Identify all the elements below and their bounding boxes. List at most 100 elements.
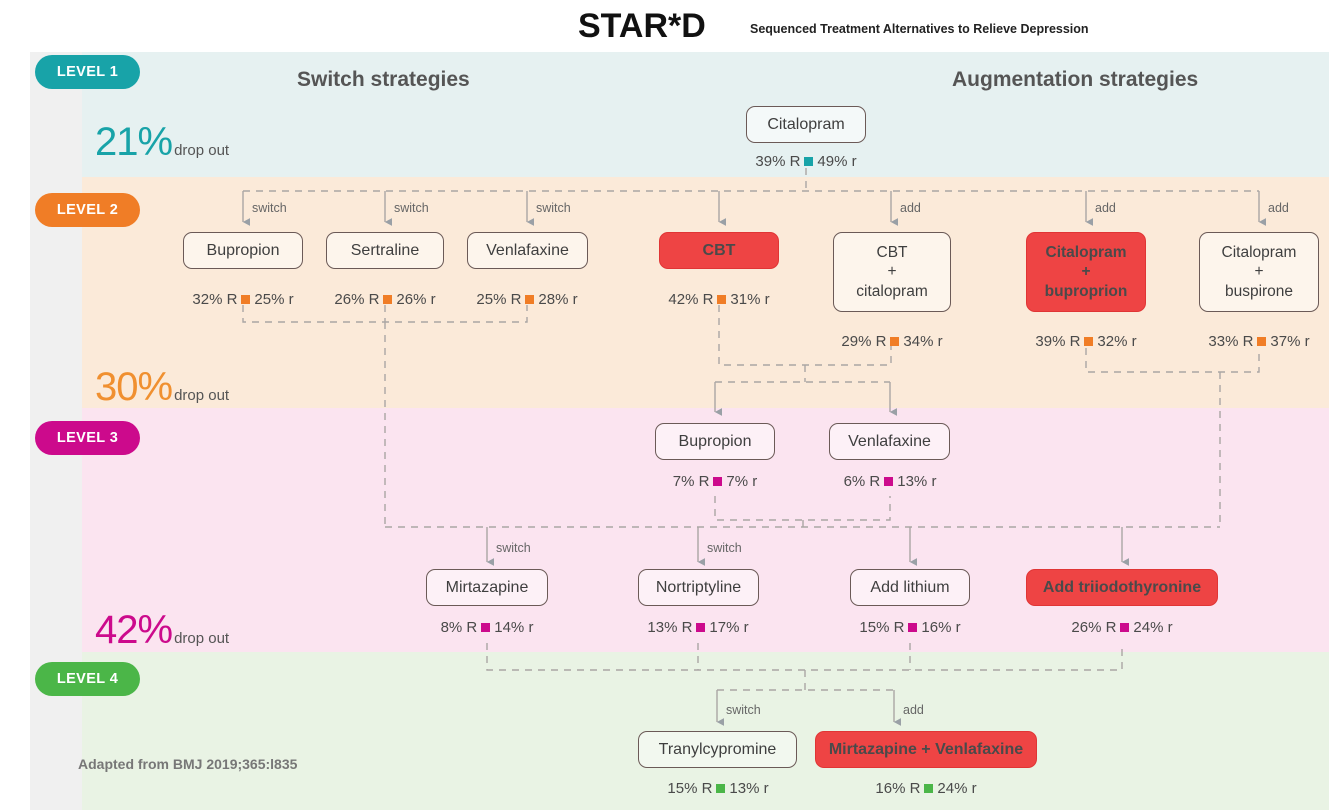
legend-square-orange bbox=[525, 294, 535, 304]
stat-venlafaxine-level3: 6% R 13% r bbox=[810, 470, 970, 492]
response-value: 13% r bbox=[897, 472, 937, 490]
node-bupropion-level2[interactable]: Bupropion bbox=[183, 232, 303, 269]
arrow-label-switch: switch bbox=[707, 541, 742, 555]
remission-value: 42% R bbox=[668, 290, 714, 308]
remission-value: 13% R bbox=[647, 618, 693, 636]
dropout-level-3: 42% drop out bbox=[95, 608, 229, 653]
source-citation: Adapted from BMJ 2019;365:l835 bbox=[78, 756, 298, 772]
arrow-label-switch: switch bbox=[496, 541, 531, 555]
diagram-header: STAR*D Sequenced Treatment Alternatives … bbox=[0, 0, 1329, 52]
stat-citalopram-buspirone: 33% R 37% r bbox=[1179, 330, 1329, 352]
arrow-label-switch: switch bbox=[536, 201, 571, 215]
node-bupropion-level3[interactable]: Bupropion bbox=[655, 423, 775, 460]
stat-venlafaxine-level2: 25% R 28% r bbox=[447, 288, 607, 310]
node-mirtazapine-venlafaxine[interactable]: Mirtazapine + Venlafaxine bbox=[815, 731, 1037, 768]
response-value: 28% r bbox=[538, 290, 578, 308]
remission-value: 25% R bbox=[476, 290, 522, 308]
remission-value: 33% R bbox=[1208, 332, 1254, 350]
remission-value: 39% R bbox=[755, 152, 801, 170]
dropout-value: 21% bbox=[95, 120, 173, 164]
stat-citalopram: 39% R 49% r bbox=[726, 150, 886, 172]
node-venlafaxine-level2[interactable]: Venlafaxine bbox=[467, 232, 588, 269]
response-value: 24% r bbox=[1133, 618, 1173, 636]
node-citalopram[interactable]: Citalopram bbox=[746, 106, 866, 143]
legend-square-magenta bbox=[908, 622, 918, 632]
stat-sertraline: 26% R 26% r bbox=[305, 288, 465, 310]
node-mirtazapine[interactable]: Mirtazapine bbox=[426, 569, 548, 606]
stat-citalopram-buproprion: 39% R 32% r bbox=[1006, 330, 1166, 352]
remission-value: 15% R bbox=[859, 618, 905, 636]
dropout-label: drop out bbox=[174, 142, 230, 159]
legend-square-green bbox=[924, 783, 934, 793]
legend-square-green bbox=[716, 783, 726, 793]
stat-mirtazapine-venlafaxine: 16% R 24% r bbox=[846, 777, 1006, 799]
remission-value: 7% R bbox=[672, 472, 710, 490]
node-add-triiodothyronine[interactable]: Add triiodothyronine bbox=[1026, 569, 1218, 606]
legend-square-orange bbox=[1084, 336, 1094, 346]
stat-bupropion-level2: 32% R 25% r bbox=[163, 288, 323, 310]
response-value: 37% r bbox=[1270, 332, 1310, 350]
node-venlafaxine-level3[interactable]: Venlafaxine bbox=[829, 423, 950, 460]
response-value: 26% r bbox=[396, 290, 436, 308]
legend-square-magenta bbox=[713, 476, 723, 486]
stat-mirtazapine: 8% R 14% r bbox=[407, 616, 567, 638]
level-badge-2: LEVEL 2 bbox=[35, 193, 140, 227]
response-value: 32% r bbox=[1097, 332, 1137, 350]
brand-title: STAR*D bbox=[578, 7, 706, 45]
node-cbt[interactable]: CBT bbox=[659, 232, 779, 269]
legend-square-magenta bbox=[884, 476, 894, 486]
remission-value: 26% R bbox=[1071, 618, 1117, 636]
remission-value: 16% R bbox=[875, 779, 921, 797]
dropout-level-1: 21% drop out bbox=[95, 120, 229, 165]
legend-square-magenta bbox=[481, 622, 491, 632]
response-value: 31% r bbox=[730, 290, 770, 308]
stat-bupropion-level3: 7% R 7% r bbox=[635, 470, 795, 492]
arrow-label-add: add bbox=[1095, 201, 1116, 215]
remission-value: 29% R bbox=[841, 332, 887, 350]
legend-square-teal bbox=[804, 156, 814, 166]
node-cbt-citalopram[interactable]: CBT + citalopram bbox=[833, 232, 951, 312]
node-tranylcypromine[interactable]: Tranylcypromine bbox=[638, 731, 797, 768]
dropout-value: 42% bbox=[95, 608, 173, 652]
augmentation-strategies-heading: Augmentation strategies bbox=[952, 68, 1199, 91]
response-value: 17% r bbox=[709, 618, 749, 636]
switch-strategies-heading: Switch strategies bbox=[297, 68, 470, 91]
remission-value: 6% R bbox=[843, 472, 881, 490]
response-value: 16% r bbox=[921, 618, 961, 636]
node-add-lithium[interactable]: Add lithium bbox=[850, 569, 970, 606]
legend-square-magenta bbox=[1120, 622, 1130, 632]
response-value: 24% r bbox=[937, 779, 977, 797]
response-value: 49% r bbox=[817, 152, 857, 170]
stat-add-lithium: 15% R 16% r bbox=[830, 616, 990, 638]
remission-value: 32% R bbox=[192, 290, 238, 308]
arrow-label-switch: switch bbox=[394, 201, 429, 215]
node-nortriptyline[interactable]: Nortriptyline bbox=[638, 569, 759, 606]
response-value: 7% r bbox=[726, 472, 758, 490]
legend-square-orange bbox=[383, 294, 393, 304]
remission-value: 26% R bbox=[334, 290, 380, 308]
stat-add-triiodothyronine: 26% R 24% r bbox=[1042, 616, 1202, 638]
arrow-label-switch: switch bbox=[252, 201, 287, 215]
dropout-label: drop out bbox=[174, 630, 230, 647]
remission-value: 8% R bbox=[440, 618, 478, 636]
stat-cbt-citalopram: 29% R 34% r bbox=[812, 330, 972, 352]
arrow-label-switch: switch bbox=[726, 703, 761, 717]
legend-square-magenta bbox=[696, 622, 706, 632]
node-citalopram-buspirone[interactable]: Citalopram + buspirone bbox=[1199, 232, 1319, 312]
stat-nortriptyline: 13% R 17% r bbox=[618, 616, 778, 638]
level-1-band bbox=[82, 52, 1329, 177]
dropout-level-2: 30% drop out bbox=[95, 365, 229, 410]
legend-square-orange bbox=[890, 336, 900, 346]
stat-cbt: 42% R 31% r bbox=[639, 288, 799, 310]
arrow-label-add: add bbox=[1268, 201, 1289, 215]
legend-square-orange bbox=[241, 294, 251, 304]
arrow-label-add: add bbox=[903, 703, 924, 717]
legend-square-orange bbox=[717, 294, 727, 304]
dropout-label: drop out bbox=[174, 387, 230, 404]
node-sertraline[interactable]: Sertraline bbox=[326, 232, 444, 269]
legend-square-orange bbox=[1257, 336, 1267, 346]
response-value: 13% r bbox=[729, 779, 769, 797]
node-citalopram-buproprion[interactable]: Citalopram + buproprion bbox=[1026, 232, 1146, 312]
